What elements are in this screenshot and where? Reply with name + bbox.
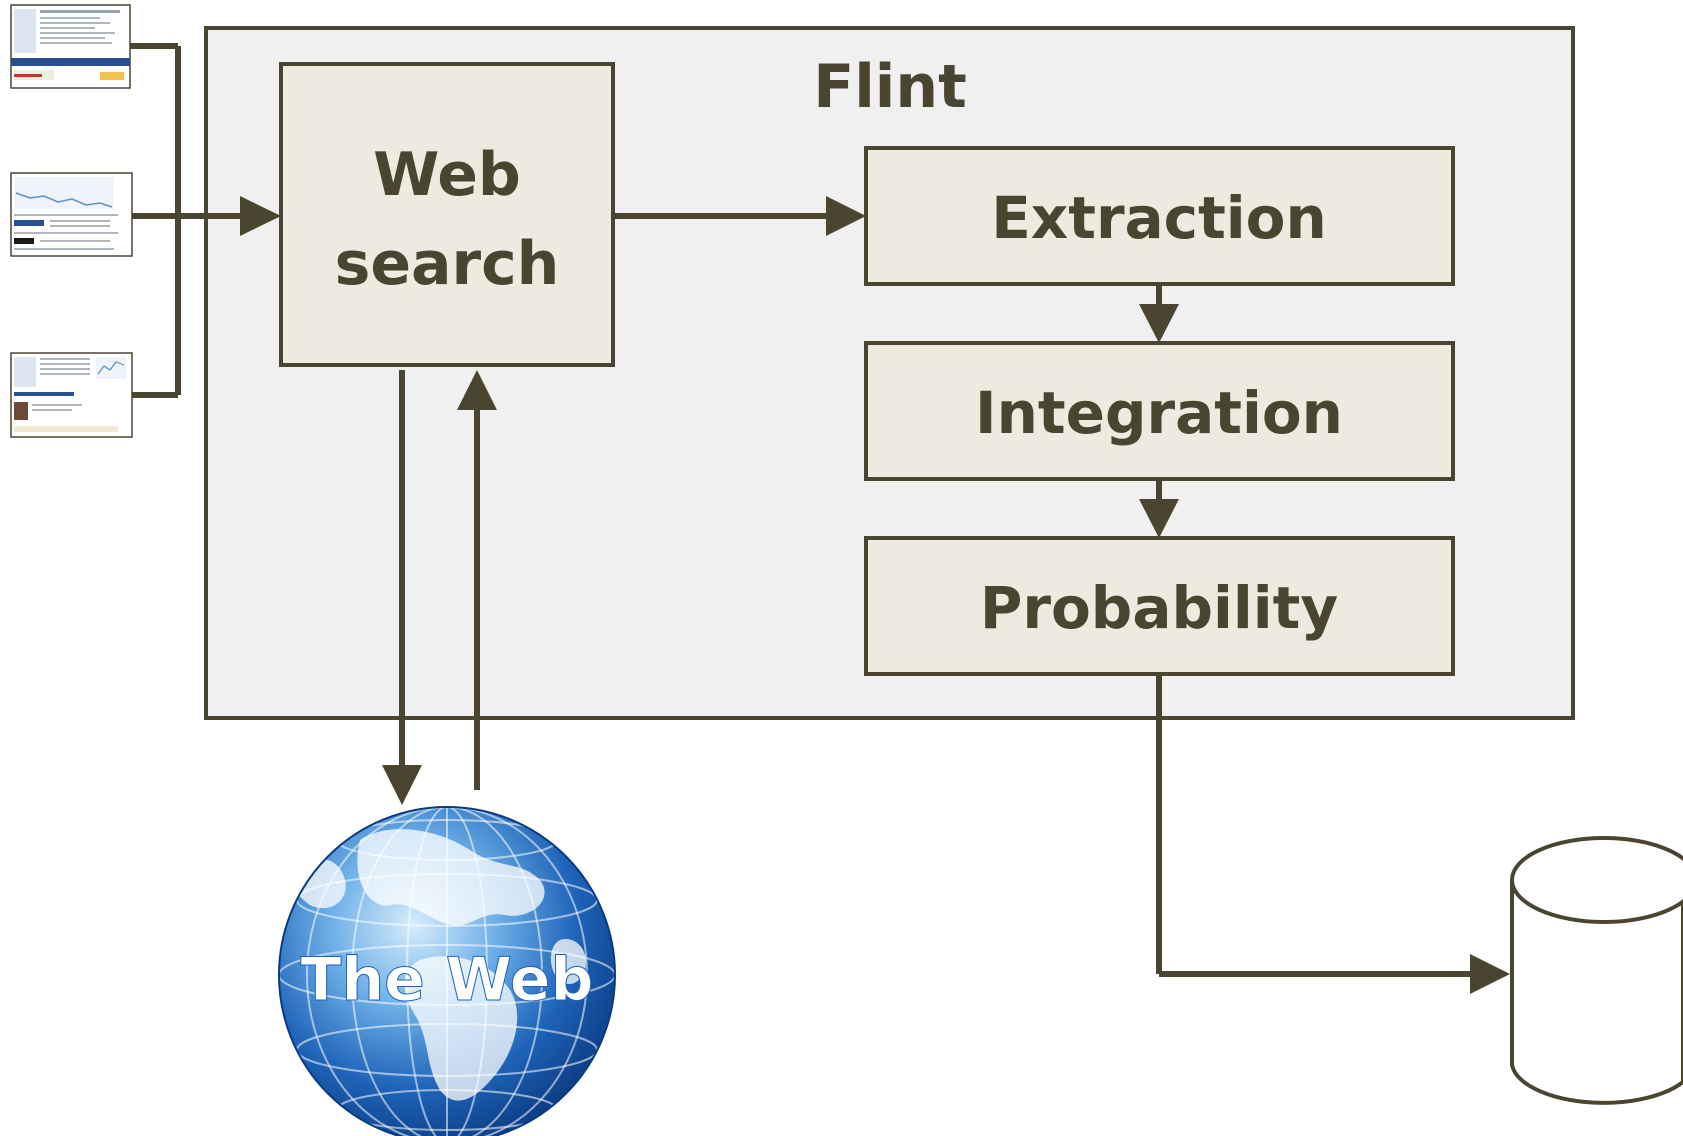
- integration-label: Integration: [975, 379, 1343, 447]
- input-merge-connector: [130, 43, 250, 398]
- search-to-web-arrowhead: [382, 765, 422, 805]
- web-page-thumbnail-icon: [10, 4, 131, 89]
- probability-to-database-arrowhead: [1470, 954, 1510, 994]
- web-search-label-line1: Web: [373, 140, 521, 210]
- globe-label: The Web: [301, 945, 594, 1015]
- probability-label: Probability: [980, 574, 1338, 642]
- probability-to-database-connector: [1156, 674, 1475, 977]
- flint-title: Flint: [813, 52, 967, 122]
- web-search-box: [279, 62, 615, 367]
- extraction-to-integration-arrowhead: [1139, 304, 1179, 343]
- search-to-extraction-arrowhead: [826, 196, 866, 236]
- globe-icon: [278, 806, 616, 1136]
- web-to-search-arrowhead: [457, 370, 497, 410]
- integration-box: [864, 341, 1455, 481]
- probability-box: [864, 536, 1455, 676]
- extraction-box: [864, 146, 1455, 286]
- web-search-label-line2: search: [335, 229, 560, 299]
- input-arrowhead: [240, 196, 281, 236]
- extraction-label: Extraction: [991, 184, 1327, 252]
- web-page-thumbnail-icon: [10, 352, 133, 438]
- web-page-thumbnail-icon: [10, 172, 133, 257]
- integration-to-probability-arrowhead: [1139, 499, 1179, 538]
- database-cylinder-icon: [1510, 836, 1683, 1105]
